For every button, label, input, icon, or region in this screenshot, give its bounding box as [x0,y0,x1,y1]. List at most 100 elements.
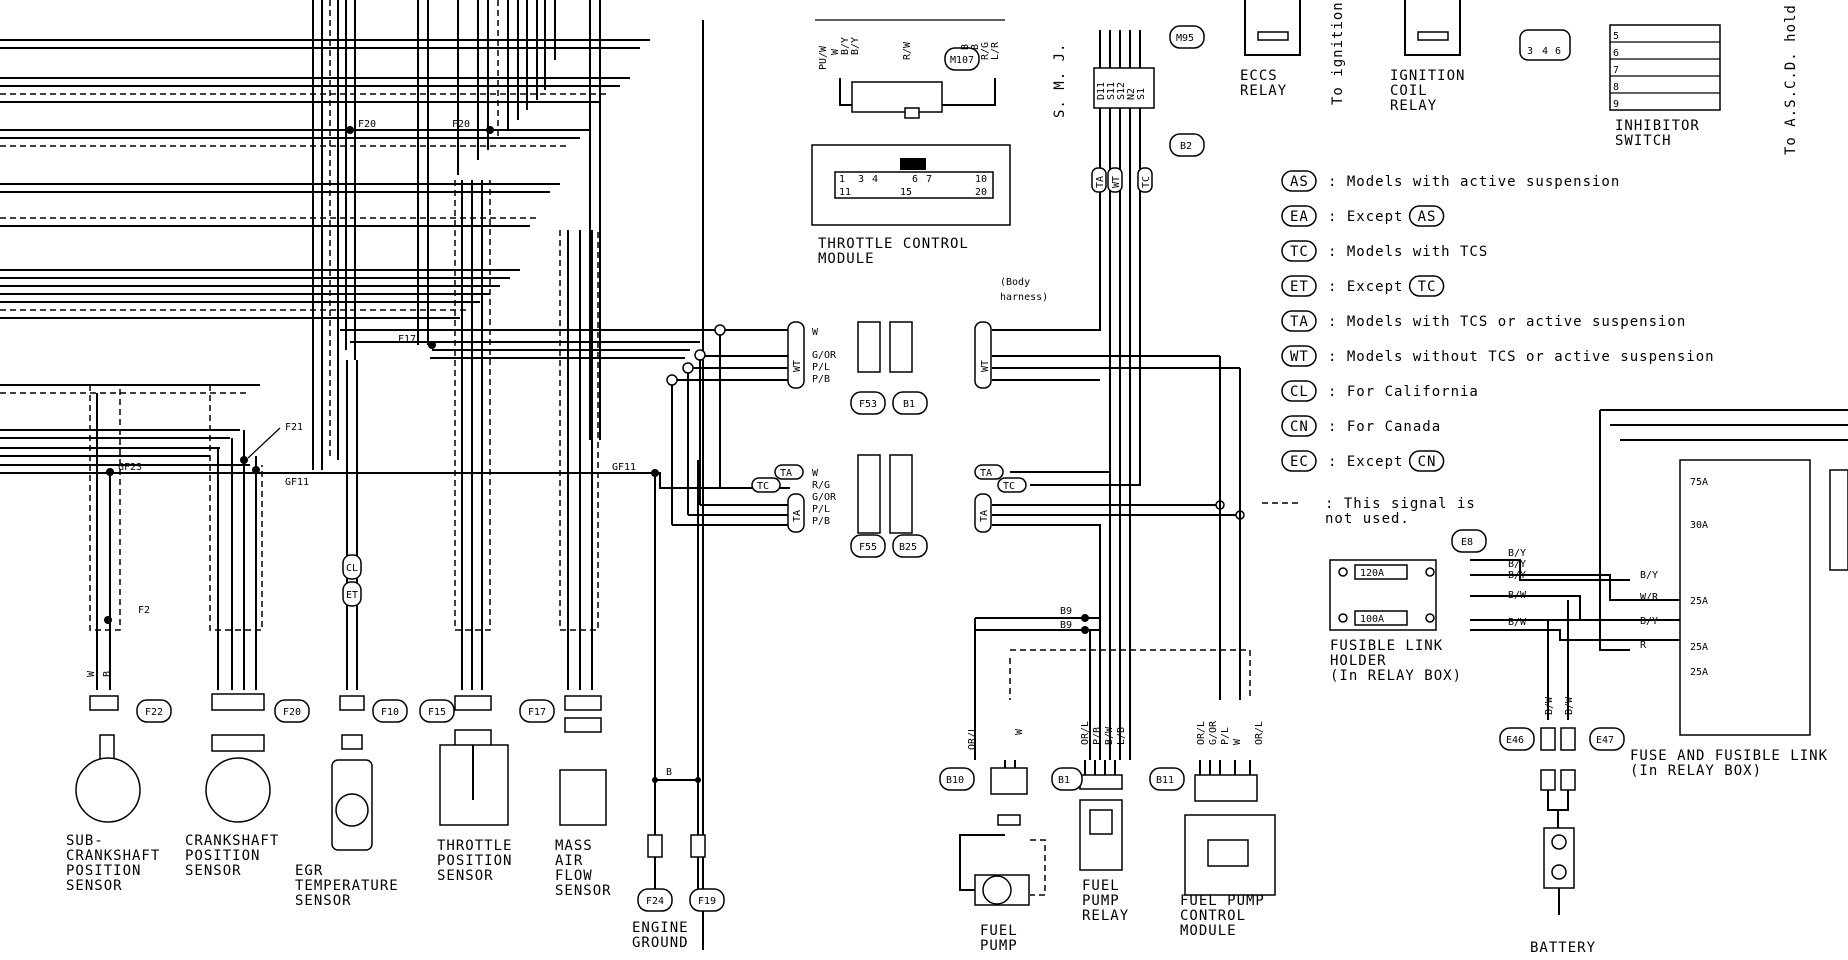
legend-text: : Models with TCS [1328,244,1488,260]
legend-text: : Except [1328,209,1403,225]
conn-m95: M95 [1176,33,1194,44]
fuse-wire-4: B/W [1508,590,1527,601]
fuse-wire-2: B/Y [1508,559,1526,570]
conn-f20: F20 [283,707,301,718]
conn-b1: B1 [903,399,915,410]
tag-ta-smj: TA [1095,176,1106,188]
label-line: SENSOR [295,893,352,909]
tag-tc-c: TC [1003,481,1015,492]
label-line: AIR [555,853,583,869]
fuse-wire-1: B/Y [1508,548,1526,559]
conn-f10: F10 [381,707,399,718]
legend-code-badge [1281,450,1317,472]
mid-gor: G/OR [812,350,837,361]
mid2-w: W [812,468,819,479]
conn-f24: F24 [646,896,664,907]
splice-gf11: GF11 [285,477,309,488]
connector-tags-bottom: F22 F20 F10 F15 F17 F24 F19 [136,699,725,912]
tag-ta-d: TA [979,510,990,522]
smj-pin-n2: N2 [1126,88,1137,100]
m107-by2: B/Y [850,37,861,55]
legend-ref-badge [1408,450,1445,472]
legend-code: EA [1290,209,1309,225]
right-runs: B9 B9 [974,170,1251,760]
tag-wt-f53: WT [792,360,803,372]
splice-b9-b: B9 [1060,620,1072,631]
mid-w: W [812,327,819,338]
label-line: SENSOR [555,883,612,899]
fuse-box: 75A 30A 25A 25A 25A B/Y W/R B/Y R FUSE A… [1599,409,1848,779]
gf-b: B [666,767,672,778]
legend-code-badge [1281,205,1317,227]
conn-f53: F53 [859,399,877,410]
b1r-lb: L/B [1116,727,1127,745]
label-line: TEMPERATURE [295,878,399,894]
legend-ref: AS [1418,209,1437,225]
conn-b10: B10 [946,775,964,786]
legend-text: : Models with TCS or active suspension [1328,314,1686,330]
conn-b2: B2 [1180,141,1192,152]
label-line: RELAY [1390,98,1437,114]
fusible-120a: 120A [1360,568,1384,579]
m107-rw: R/W [902,41,913,60]
b1r-bw: B/W [1104,726,1115,745]
legend-text: : Models with active suspension [1328,174,1620,190]
tag-wt-b1: WT [980,360,991,372]
label-line: POSITION [437,853,512,869]
fuse-lbl-4: R [1640,640,1647,651]
inh-pin-7: 7 [1613,65,1619,76]
conn-b25: B25 [899,542,917,553]
label-line: GROUND [632,935,689,951]
conn-e47: E47 [1596,735,1614,746]
mid2-rg: R/G [812,480,830,491]
label-smj: S. M. J. [1052,43,1068,118]
legend-code-badge [1281,415,1317,437]
b11-gor: G/OR [1208,720,1219,745]
legend-ref: TC [1418,279,1437,295]
fuse-25a-2: 25A [1690,642,1708,653]
legend-text: : For Canada [1328,419,1441,435]
legend-ref-badge [1408,205,1445,227]
b11-orl2: OR/L [1254,721,1265,745]
label-line: PUMP [1082,893,1120,909]
label-line: POSITION [66,863,141,879]
legend-text: : For California [1328,384,1479,400]
tag-wt-smj: WT [1111,176,1122,188]
tag-ta-a: TA [780,468,792,479]
mid2-pb: P/B [812,516,830,527]
splice-f20-b: F20 [452,119,470,130]
fuse-lbl-2: W/R [1640,592,1659,603]
tcm-pin-6: 6 [912,174,918,185]
b11-pl: P/L [1220,727,1231,745]
fuse-lbl-1: B/Y [1640,570,1658,581]
tcm-pin-10: 10 [975,174,987,185]
b11-orl: OR/L [1196,721,1207,745]
legend-code: EC [1290,454,1309,470]
legend-code: WT [1290,349,1309,365]
label-line: SENSOR [66,878,123,894]
label-battery: BATTERY [1530,940,1596,956]
conn-e46: E46 [1506,735,1524,746]
fuse-wire-5: B/W [1508,617,1527,628]
smj-pin-s12: S12 [1116,82,1127,100]
m107-rg: R/G [980,42,991,60]
legend-ref-badge [1408,275,1445,297]
